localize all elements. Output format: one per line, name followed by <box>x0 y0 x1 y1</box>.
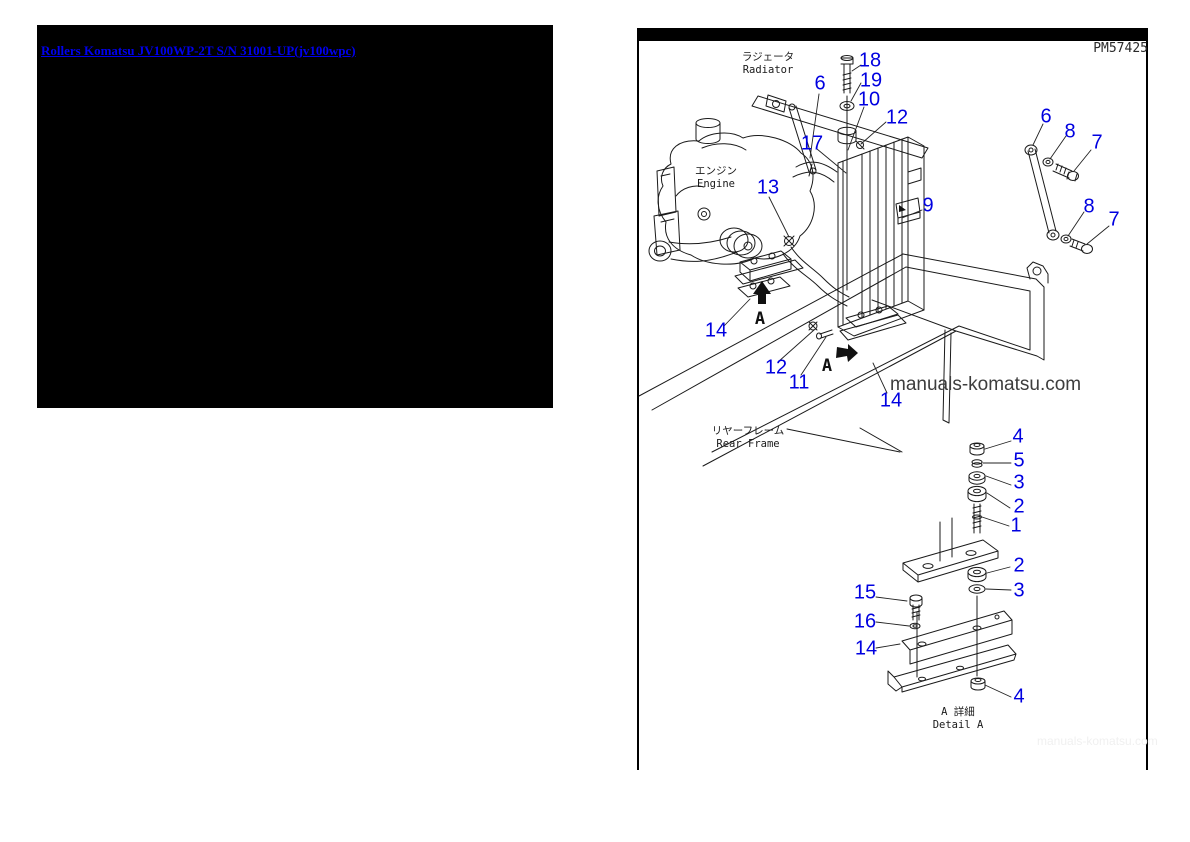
part-callout-14: 14 <box>704 319 728 342</box>
watermark-text: manuals-komatsu.com <box>890 374 1082 395</box>
engine-group <box>648 103 850 307</box>
engine-label: エンジン Engine <box>695 165 737 191</box>
part-callout-18: 18 <box>858 49 882 72</box>
part-callout-6: 6 <box>814 72 826 95</box>
drawing-code: PM57425 <box>1093 41 1148 56</box>
detail-a-label: A 詳細 Detail A <box>933 706 984 732</box>
radiator-group <box>751 55 929 337</box>
media-panel: Rollers Komatsu JV100WP-2T S/N 31001-UP(… <box>37 25 553 408</box>
part-callout-6: 6 <box>1040 105 1052 128</box>
part-callout-16: 16 <box>853 610 877 633</box>
model-link[interactable]: Rollers Komatsu JV100WP-2T S/N 31001-UP(… <box>41 43 356 58</box>
radiator-label: ラジェータ Radiator <box>742 51 794 77</box>
part-callout-3: 3 <box>1013 471 1025 494</box>
part-callout-8: 8 <box>1083 195 1095 218</box>
part-callout-11: 11 <box>788 371 810 394</box>
part-callout-3: 3 <box>1013 579 1025 602</box>
part-callout-17: 17 <box>800 132 824 155</box>
part-callout-19: 19 <box>859 69 883 92</box>
parts-diagram <box>638 55 1110 698</box>
rear-frame-label: リヤーフレーム Rear Frame <box>712 425 785 451</box>
frame-right-border <box>1146 28 1148 770</box>
part-callout-9: 9 <box>922 194 934 217</box>
faint-watermark-text: manuals-komatsu.com <box>1037 734 1158 748</box>
engine-label-en: Engine <box>697 178 735 191</box>
part-callout-4: 4 <box>1012 425 1024 448</box>
part-callout-7: 7 <box>1108 208 1120 231</box>
part-callout-12: 12 <box>885 106 909 129</box>
drawing-top-bar <box>637 28 1148 41</box>
view-a-side-letter: A <box>821 356 833 376</box>
right-arrow-icon <box>836 344 858 362</box>
rear-frame-label-jp: リヤーフレーム <box>711 425 785 437</box>
part-callout-14: 14 <box>879 389 903 412</box>
parts-drawing-frame: PM57425 <box>637 28 1158 770</box>
part-callout-14: 14 <box>854 637 878 660</box>
up-arrow-icon <box>753 281 771 304</box>
view-a-top-letter: A <box>754 309 766 329</box>
part-callout-8: 8 <box>1064 120 1076 143</box>
rear-frame-label-en: Rear Frame <box>716 438 780 451</box>
view-arrow-icons <box>753 281 858 362</box>
detail-a-label-jp: A 詳細 <box>941 706 975 718</box>
part-callout-15: 15 <box>853 581 877 604</box>
rear-frame-group <box>638 253 1049 467</box>
part-callout-10: 10 <box>857 88 881 111</box>
part-callout-7: 7 <box>1091 131 1103 154</box>
part-callout-1: 1 <box>1010 514 1022 537</box>
radiator-label-en: Radiator <box>742 64 794 77</box>
part-callout-5: 5 <box>1013 449 1025 472</box>
detail-a-label-en: Detail A <box>932 719 984 732</box>
leader-lines <box>723 64 1110 698</box>
part-callout-12: 12 <box>764 356 788 379</box>
stay-group <box>1024 144 1093 254</box>
engine-label-jp: エンジン <box>695 165 737 177</box>
detail-a-group <box>859 427 1017 693</box>
part-callout-2: 2 <box>1013 554 1025 577</box>
frame-left-border <box>637 28 639 770</box>
part-callout-4: 4 <box>1013 685 1025 708</box>
part-callout-13: 13 <box>756 176 780 199</box>
radiator-label-jp: ラジェータ <box>741 51 795 63</box>
part-callout-2: 2 <box>1013 495 1025 518</box>
